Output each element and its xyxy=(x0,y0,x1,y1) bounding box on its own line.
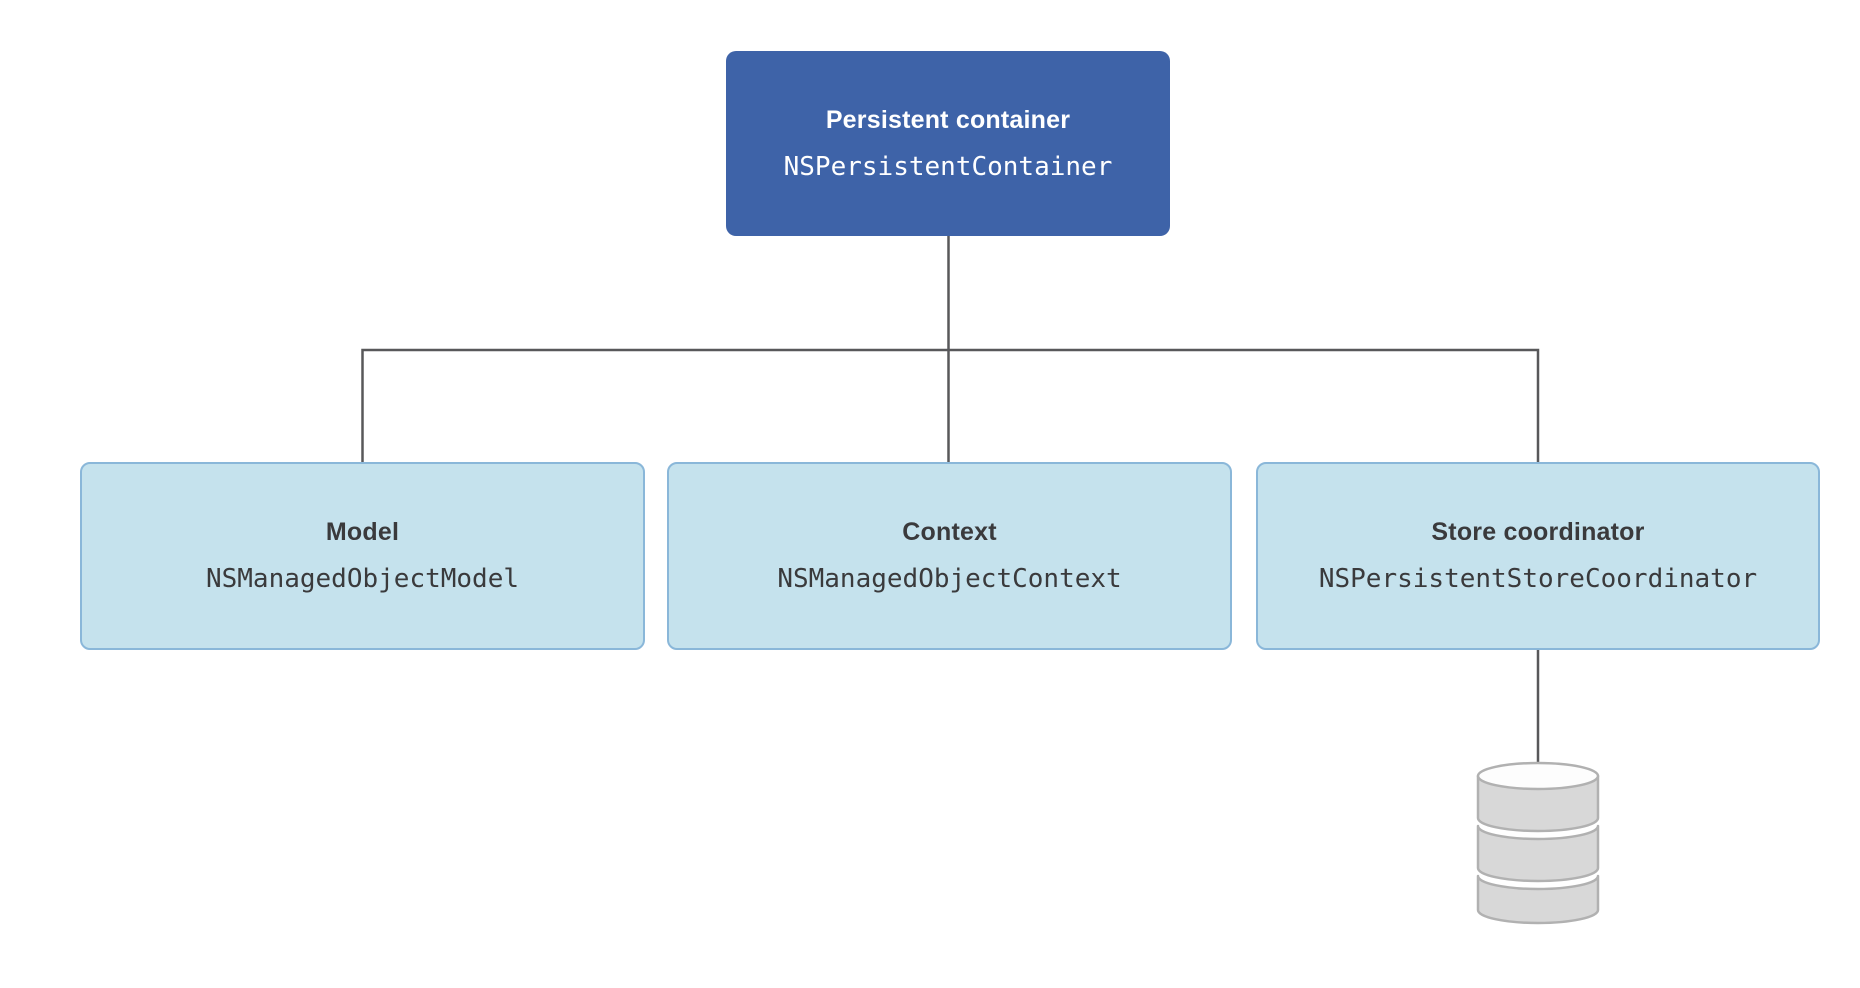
database-segment-middle xyxy=(1476,824,1600,883)
node-title: Store coordinator xyxy=(1431,518,1645,546)
node-class-name: NSPersistentStoreCoordinator xyxy=(1318,564,1758,594)
database-segment-top xyxy=(1476,774,1600,833)
node-context: Context NSManagedObjectContext xyxy=(667,462,1232,650)
node-store-coordinator: Store coordinator NSPersistentStoreCoord… xyxy=(1256,462,1820,650)
node-title: Persistent container xyxy=(825,105,1071,134)
database-top-ellipse xyxy=(1476,761,1600,791)
node-title: Model xyxy=(325,518,400,546)
node-persistent-container: Persistent container NSPersistentContain… xyxy=(726,51,1170,236)
node-class-name: NSPersistentContainer xyxy=(783,151,1113,182)
database-segment-bottom xyxy=(1476,874,1600,925)
node-class-name: NSManagedObjectContext xyxy=(777,564,1122,594)
node-model: Model NSManagedObjectModel xyxy=(80,462,645,650)
database-cylinder-icon xyxy=(1476,761,1600,925)
connector-horizontal-branch xyxy=(361,348,1540,462)
node-title: Context xyxy=(902,518,997,546)
node-class-name: NSManagedObjectModel xyxy=(205,564,520,594)
